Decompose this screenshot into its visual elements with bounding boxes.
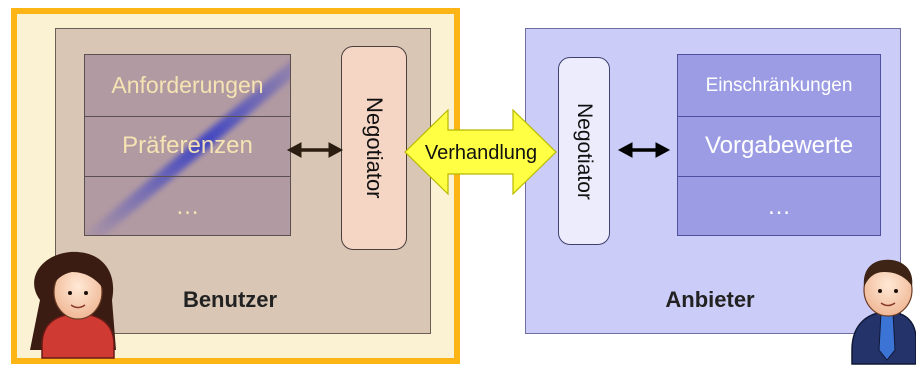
user-link-arrow <box>286 142 344 158</box>
provider-link-arrow <box>617 142 671 158</box>
user-stack-item-preferences: Präferenzen <box>122 132 253 159</box>
user-stack-divider <box>85 116 290 117</box>
user-stack-item-requirements: Anforderungen <box>111 72 264 98</box>
woman-user-icon <box>30 251 116 359</box>
provider-stack-item-constraints: Einschränkungen <box>705 74 853 96</box>
user-negotiator: Negotiator <box>341 46 407 250</box>
user-title: Benutzer <box>182 287 278 312</box>
provider-stack-divider <box>678 176 880 177</box>
provider-negotiator: Negotiator <box>558 57 610 245</box>
negotiation-label: Verhandlung <box>424 142 538 164</box>
provider-title: Anbieter <box>665 287 755 312</box>
provider-stack-item-more: … <box>767 193 791 220</box>
provider-negotiator-label: Negotiator <box>573 102 596 200</box>
man-provider-icon <box>851 259 916 365</box>
user-stack-divider <box>85 176 290 177</box>
negotiation-arrow <box>404 108 557 196</box>
provider-stack-divider <box>678 116 880 117</box>
provider-stack: Einschränkungen Vorgabewerte … <box>677 54 881 236</box>
user-stack-item-more: … <box>175 193 200 220</box>
provider-stack-item-defaults: Vorgabewerte <box>704 132 854 159</box>
user-stack: Anforderungen Präferenzen … <box>84 54 291 236</box>
user-negotiator-label: Negotiator <box>362 97 387 199</box>
